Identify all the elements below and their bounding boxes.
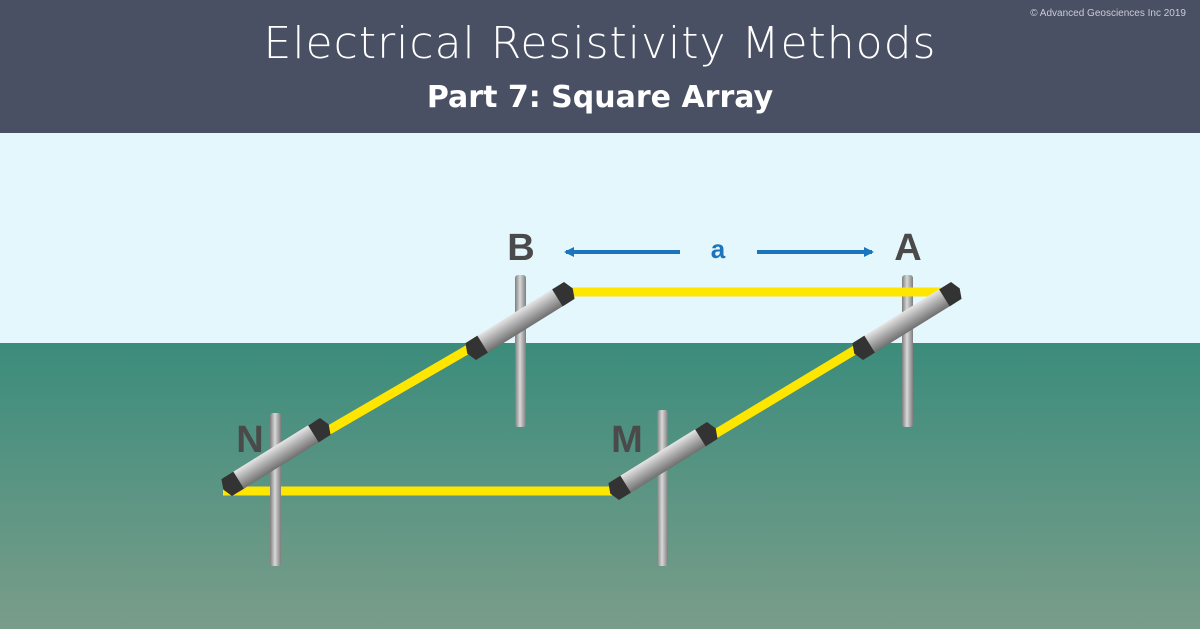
electrode-label-n: N xyxy=(236,419,263,461)
clamp-m xyxy=(608,421,718,501)
electrode-label-a: A xyxy=(894,227,921,269)
header-banner: Electrical Resistivity Methods Part 7: S… xyxy=(0,0,1200,133)
spacing-label: a xyxy=(711,234,726,264)
electrode-label-m: M xyxy=(611,419,643,461)
page-subtitle: Part 7: Square Array xyxy=(426,80,774,115)
clamp-a xyxy=(852,281,962,361)
electrode-label-b: B xyxy=(507,227,534,269)
square-array-diagram: a B A N M xyxy=(0,133,1200,629)
clamp-b xyxy=(465,281,575,361)
clamp-n xyxy=(221,417,331,497)
ground-background xyxy=(0,343,1200,629)
electrode-rod-n xyxy=(270,413,281,566)
electrode-rod-m xyxy=(657,410,668,566)
copyright-notice: © Advanced Geosciences Inc 2019 xyxy=(1030,8,1186,19)
page-title: Electrical Resistivity Methods xyxy=(263,18,937,69)
electrode-rod-a xyxy=(902,275,913,427)
electrode-rod-b xyxy=(515,275,526,427)
sky-background xyxy=(0,133,1200,343)
